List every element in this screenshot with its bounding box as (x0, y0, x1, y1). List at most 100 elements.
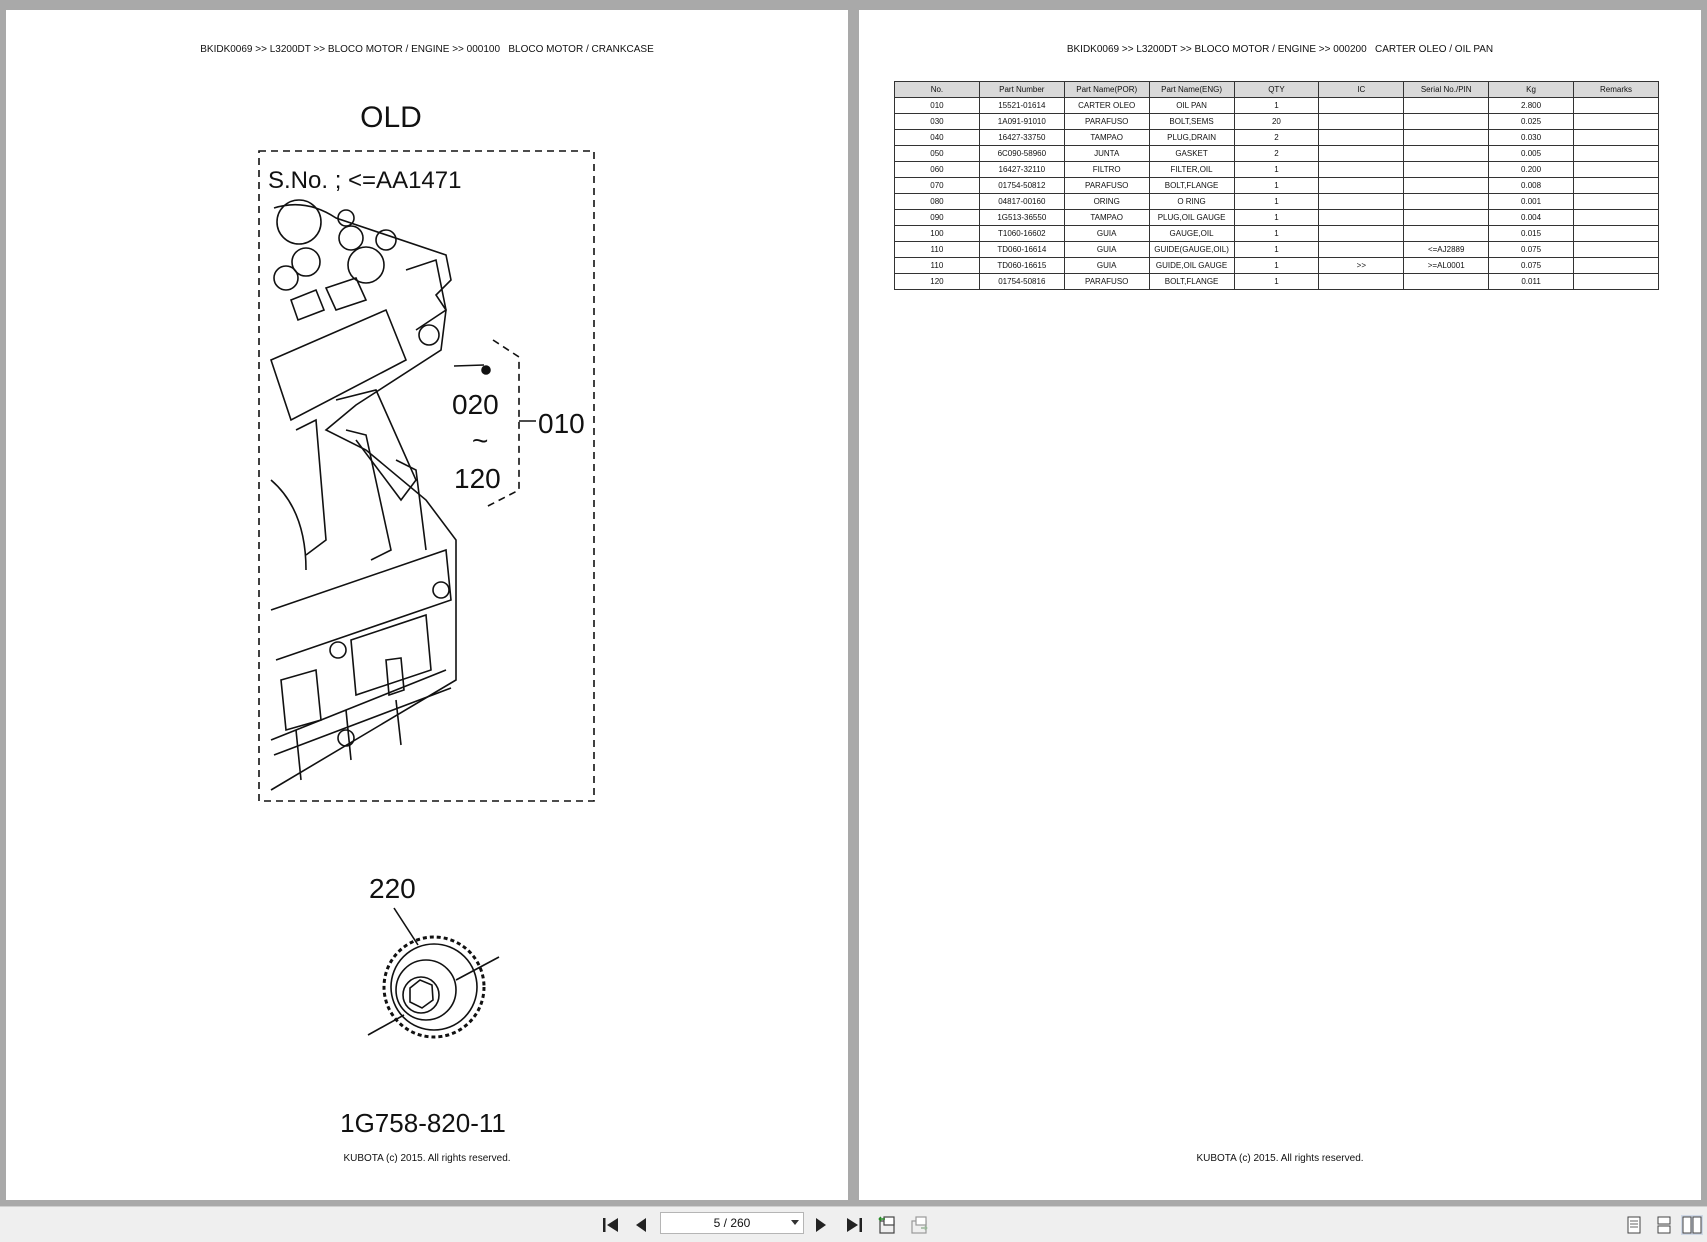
table-cell: 0.004 (1488, 209, 1574, 226)
table-cell: 2.800 (1488, 97, 1574, 114)
table-cell: BOLT,FLANGE (1148, 177, 1235, 194)
table-cell: 0.001 (1488, 193, 1574, 210)
table-cell (1403, 145, 1490, 162)
page-footer: KUBOTA (c) 2015. All rights reserved. (1196, 1153, 1364, 1164)
continuous-view-icon[interactable] (1653, 1215, 1675, 1235)
table-cell (1573, 97, 1659, 114)
go-back-icon[interactable] (876, 1215, 898, 1235)
table-cell: 0.075 (1488, 241, 1574, 258)
single-page-view-icon[interactable] (1623, 1215, 1645, 1235)
table-cell (1318, 177, 1405, 194)
table-cell (1318, 129, 1405, 146)
table-cell: 1 (1233, 257, 1320, 274)
table-cell: T1060-16602 (978, 225, 1065, 242)
table-cell: FILTER,OIL (1148, 161, 1235, 178)
table-cell: 120 (894, 273, 980, 290)
chevron-down-icon[interactable] (791, 1220, 799, 1225)
table-cell (1318, 113, 1405, 130)
table-cell: 1 (1233, 97, 1320, 114)
column-header: Part Name(ENG) (1148, 81, 1235, 98)
page-breadcrumb: BKIDK0069 >> L3200DT >> BLOCO MOTOR / EN… (200, 44, 654, 55)
drawing-number: 1G758-820-11 (340, 1108, 506, 1138)
table-cell: 040 (894, 129, 980, 146)
table-cell: 070 (894, 177, 980, 194)
table-cell: 0.011 (1488, 273, 1574, 290)
table-cell: 110 (894, 257, 980, 274)
table-cell: 2 (1233, 145, 1320, 162)
last-page-icon[interactable] (843, 1215, 865, 1235)
table-cell: 090 (894, 209, 980, 226)
table-cell (1573, 113, 1659, 130)
table-cell: 0.015 (1488, 225, 1574, 242)
table-cell: TD060-16614 (978, 241, 1065, 258)
next-page-icon[interactable] (810, 1215, 832, 1235)
table-cell: ORING (1063, 193, 1150, 210)
diagram-heading: OLD (360, 101, 422, 134)
previous-page-icon[interactable] (630, 1215, 652, 1235)
table-cell (1403, 113, 1490, 130)
serial-note: S.No. ; <=AA1471 (268, 167, 461, 194)
table-cell: 1 (1233, 161, 1320, 178)
table-cell: 0.075 (1488, 257, 1574, 274)
table-cell (1403, 161, 1490, 178)
table-cell: 1 (1233, 241, 1320, 258)
column-header: Part Name(POR) (1063, 81, 1150, 98)
table-cell (1318, 225, 1405, 242)
table-cell (1318, 193, 1405, 210)
table-cell (1573, 225, 1659, 242)
page-breadcrumb: BKIDK0069 >> L3200DT >> BLOCO MOTOR / EN… (1066, 44, 1494, 55)
table-cell: <=AJ2889 (1403, 241, 1490, 258)
table-cell (1573, 209, 1659, 226)
table-cell (1403, 97, 1490, 114)
column-header: No. (894, 81, 980, 98)
table-cell: TAMPAO (1063, 129, 1150, 146)
table-cell: PLUG,OIL GAUGE (1148, 209, 1235, 226)
table-cell: BOLT,SEMS (1148, 113, 1235, 130)
table-cell: 110 (894, 241, 980, 258)
table-cell (1573, 273, 1659, 290)
column-header: Serial No./PIN (1403, 81, 1490, 98)
table-cell (1318, 209, 1405, 226)
table-cell: 030 (894, 113, 980, 130)
table-cell: 01754-50816 (978, 273, 1065, 290)
table-cell: TD060-16615 (978, 257, 1065, 274)
table-cell: 100 (894, 225, 980, 242)
page-indicator: 5 / 260 (713, 1216, 751, 1230)
table-cell: GASKET (1148, 145, 1235, 162)
table-cell: 1 (1233, 225, 1320, 242)
table-cell: 20 (1233, 113, 1320, 130)
facing-pages-view-icon[interactable] (1681, 1215, 1703, 1235)
table-cell: GUIA (1063, 225, 1150, 242)
table-cell: 16427-32110 (978, 161, 1065, 178)
table-cell: TAMPAO (1063, 209, 1150, 226)
callout-020: 020 (452, 389, 499, 420)
pdf-page-right: BKIDK0069 >> L3200DT >> BLOCO MOTOR / EN… (859, 10, 1701, 1200)
viewer-toolbar: 5 / 260 (0, 1206, 1707, 1242)
table-cell: 1G513-36550 (978, 209, 1065, 226)
first-page-icon[interactable] (600, 1215, 622, 1235)
table-cell: 1A091-91010 (978, 113, 1065, 130)
table-cell: 16427-33750 (978, 129, 1065, 146)
page-number-input[interactable]: 5 / 260 (660, 1212, 804, 1234)
table-cell: 0.200 (1488, 161, 1574, 178)
table-cell: 1 (1233, 177, 1320, 194)
table-cell (1573, 161, 1659, 178)
table-cell: JUNTA (1063, 145, 1150, 162)
gear-illustration (367, 907, 500, 1039)
page-footer: KUBOTA (c) 2015. All rights reserved. (343, 1153, 511, 1164)
crankcase-illustration (270, 199, 457, 791)
column-header: Remarks (1573, 81, 1659, 98)
go-forward-icon[interactable] (908, 1215, 930, 1235)
table-cell (1318, 273, 1405, 290)
table-cell: PLUG,DRAIN (1148, 129, 1235, 146)
table-cell (1403, 225, 1490, 242)
table-cell (1318, 145, 1405, 162)
column-header: Part Number (978, 81, 1065, 98)
